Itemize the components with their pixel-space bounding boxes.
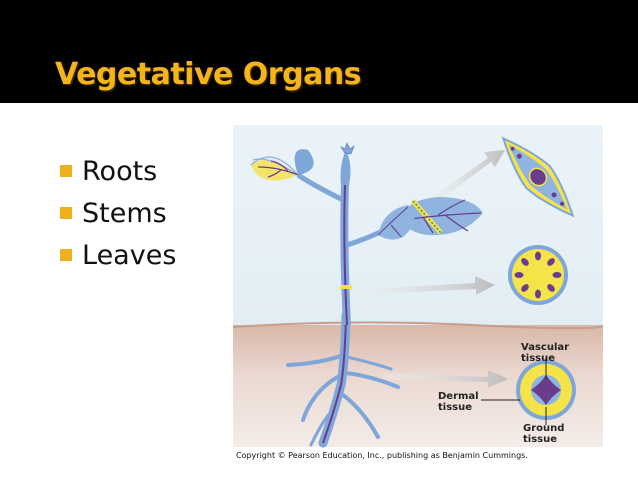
bullet-label: Roots [82, 155, 158, 187]
bullet-label: Leaves [82, 239, 177, 271]
stem-section-band [340, 285, 352, 289]
stem-cross-section [508, 245, 568, 305]
leaf-middle [378, 205, 415, 240]
label-vascular-line1: Vascular [521, 342, 569, 353]
copyright-credit: Copyright © Pearson Education, Inc., pub… [236, 451, 528, 460]
petiole-left [296, 172, 345, 203]
label-ground-line2: tissue [523, 434, 557, 445]
label-vascular-line2: tissue [521, 353, 555, 364]
leaf-middle-veins [377, 206, 409, 238]
root-cross-section [516, 360, 576, 420]
leaf-left-veins [257, 160, 299, 178]
label-dermal-line2: tissue [438, 402, 472, 413]
plant-organs-diagram: Vascular tissue Dermal tissue Ground tis… [233, 125, 603, 448]
bullet-item-leaves: Leaves [60, 234, 176, 276]
stem-vascular [343, 184, 348, 326]
stem-bud [339, 142, 355, 155]
soil-surface [233, 321, 603, 330]
leaf-left [251, 159, 298, 181]
root-vascular [322, 314, 347, 444]
bullet-label: Stems [82, 197, 167, 229]
label-lines [481, 358, 547, 425]
bullet-square-icon [60, 249, 72, 261]
bullet-square-icon [60, 207, 72, 219]
bullet-item-stems: Stems [60, 192, 176, 234]
arrow-right-icon [351, 276, 495, 295]
stem-tip [340, 150, 351, 185]
title-band [0, 0, 638, 103]
leaf-cross-section [501, 136, 575, 218]
label-ground-line1: Ground [523, 423, 564, 434]
arrow-right-icon [383, 370, 508, 388]
stem [340, 185, 351, 325]
leaf-left-blade [294, 149, 314, 175]
arrow-right-icon [423, 150, 505, 209]
bullet-item-roots: Roots [60, 150, 176, 192]
bullet-list: Roots Stems Leaves [60, 150, 176, 276]
slide-title: Vegetative Organs [55, 57, 362, 92]
bullet-square-icon [60, 165, 72, 177]
label-dermal-line1: Dermal [438, 391, 479, 402]
